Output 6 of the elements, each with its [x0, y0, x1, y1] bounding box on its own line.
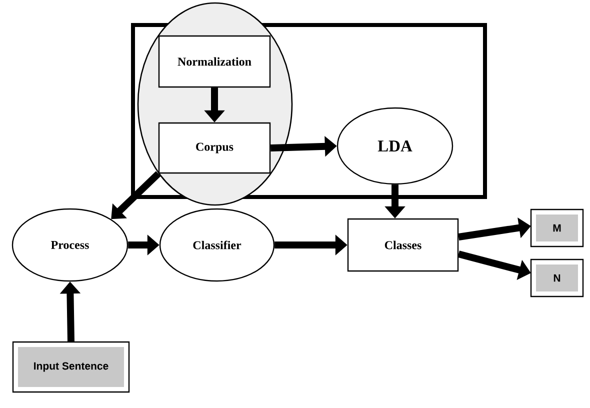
output-box: M: [530, 208, 584, 248]
process-box: Classes: [347, 218, 459, 272]
input-box: Input Sentence: [12, 341, 130, 393]
process-box: Corpus: [158, 122, 271, 174]
process-box: Normalization: [158, 35, 271, 88]
output-box: N: [530, 258, 584, 298]
